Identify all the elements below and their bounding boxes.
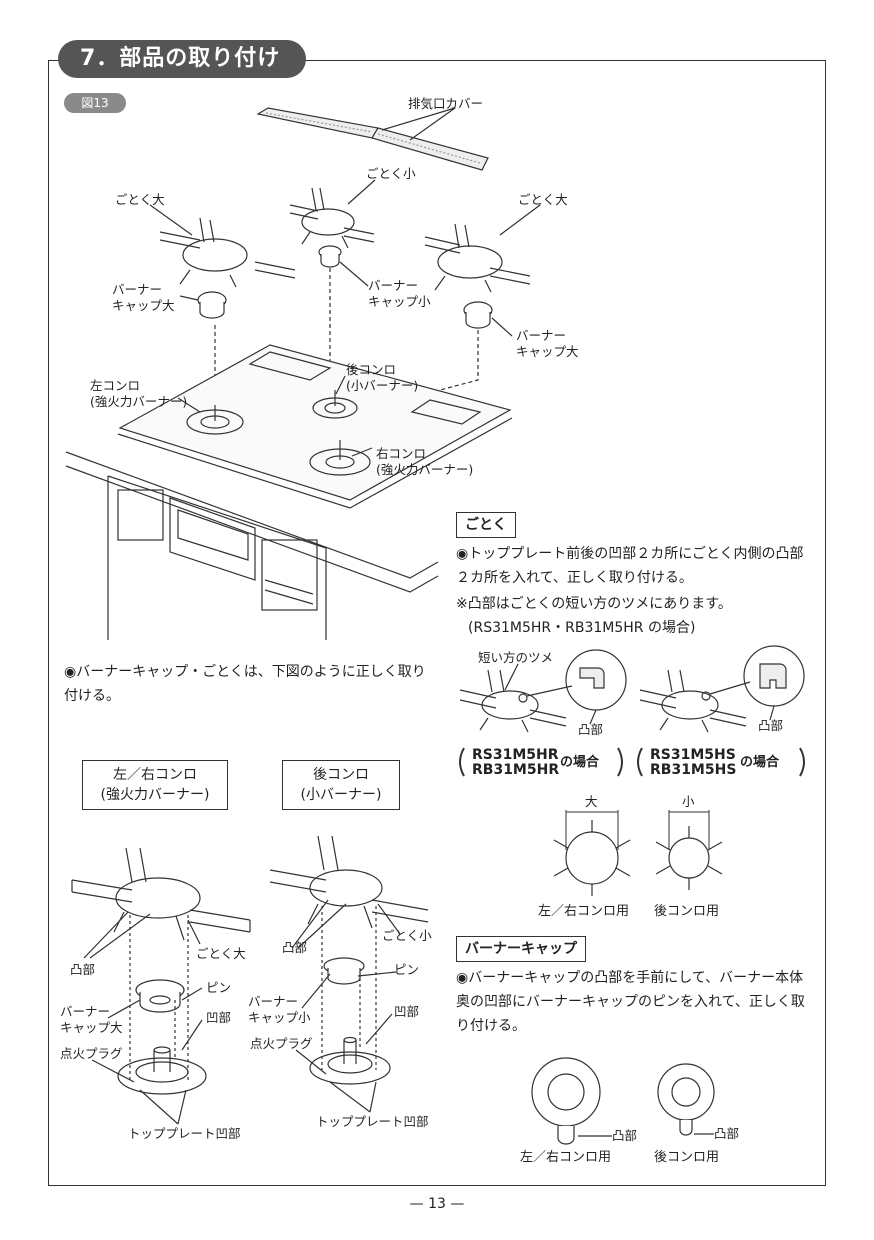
right-stove-label: 右コンロ (強火力バーナー) — [376, 446, 474, 477]
rear-gotoku-label: ごとく小 — [382, 928, 432, 943]
left-pin-label: ピン — [206, 980, 232, 995]
left-cap-label: バーナー キャップ大 — [60, 1004, 123, 1035]
convex-label-hr: 凸部 — [578, 722, 604, 737]
gotoku-small-schematic — [655, 810, 723, 890]
rear-convex-label: 凸部 — [282, 940, 308, 955]
convex-label-hs: 凸部 — [758, 718, 784, 733]
gotoku-note: ※凸部はごとくの短い方のツメにあります。 — [456, 596, 732, 612]
model-hs: RS31M5HS RB31M5HS — [650, 747, 737, 778]
gotoku-large-right — [424, 223, 531, 293]
cap-convex-left-label: 凸部 — [612, 1128, 638, 1143]
rear-stove-label: 後コンロ (小バーナー) — [346, 362, 419, 393]
left-gotoku-detail — [71, 847, 251, 941]
cap-large-left-label: バーナー キャップ大 — [112, 282, 175, 313]
rear-pin-label: ピン — [394, 962, 420, 977]
cap-large-ring — [531, 1057, 601, 1145]
short-claw-label: 短い方のツメ — [478, 650, 554, 665]
rear-detail-caption: 後コンロ (小バーナー) — [282, 760, 400, 810]
cap-heading: バーナーキャップ — [456, 936, 586, 962]
left-igniter-label: 点火プラグ — [60, 1046, 123, 1061]
rear-cap-detail — [323, 957, 365, 985]
stove-exploded-illustration — [65, 107, 541, 640]
gotoku-small-label: ごとく小 — [366, 166, 416, 181]
cap-left-right-use: 左／右コンロ用 — [520, 1150, 612, 1165]
rear-use-label: 後コンロ用 — [654, 904, 720, 919]
left-burner-detail — [117, 1046, 207, 1095]
burner-cap-large-left — [197, 291, 227, 319]
cap-small-ring — [657, 1063, 715, 1136]
burner-cap-small — [318, 245, 342, 268]
exhaust-cover — [256, 107, 489, 171]
rear-concave-label: 凹部 — [394, 1004, 420, 1019]
model-hs-suffix: の場合 — [740, 755, 780, 770]
gotoku-instruction: ◉トッププレート前後の凹部２カ所にごとく内側の凸部２カ所を入れて、正しく取り付け… — [456, 546, 804, 586]
gotoku-large-left — [159, 217, 296, 288]
exhaust-cover-label: 排気口カバー — [408, 96, 484, 111]
page-number: — 13 — — [409, 1196, 465, 1212]
large-label: 大 — [585, 794, 598, 809]
gotoku-note-models: (RS31M5HR・RB31M5HR の場合) — [468, 620, 696, 636]
rear-top-plate-label: トッププレート凹部 — [316, 1114, 429, 1129]
cap-large-right-label: バーナー キャップ大 — [516, 328, 579, 359]
cap-rear-use: 後コンロ用 — [654, 1150, 720, 1165]
rear-igniter-label: 点火プラグ — [250, 1036, 313, 1051]
cap-convex-right-label: 凸部 — [714, 1126, 740, 1141]
gotoku-large-schematic — [553, 810, 631, 896]
cap-small-label: バーナー キャップ小 — [368, 278, 431, 309]
model-hr: RS31M5HR RB31M5HR — [472, 747, 560, 778]
rear-gotoku-detail — [269, 835, 429, 929]
rear-cap-label: バーナー キャップ小 — [248, 994, 311, 1025]
left-concave-label: 凹部 — [206, 1010, 232, 1025]
cabinet — [65, 451, 439, 640]
left-detail-caption: 左／右コンロ (強火力バーナー) — [82, 760, 228, 810]
left-stove-label: 左コンロ (強火力バーナー) — [90, 378, 188, 409]
gotoku-small — [289, 187, 375, 249]
assembly-note: ◉バーナーキャップ・ごとくは、下図のように正しく取り付ける。 — [64, 664, 426, 704]
model-hr-suffix: の場合 — [560, 755, 600, 770]
left-cap-detail — [135, 979, 185, 1013]
section-title: 7．部品の取り付け — [58, 40, 307, 78]
left-convex-label: 凸部 — [70, 962, 96, 977]
left-gotoku-label: ごとく大 — [196, 946, 246, 961]
gotoku-large-right-label: ごとく大 — [518, 192, 568, 207]
left-right-use-label: 左／右コンロ用 — [538, 904, 630, 919]
cap-instruction: ◉バーナーキャップの凸部を手前にして、バーナー本体奥の凹部にバーナーキャップのピ… — [456, 970, 805, 1034]
page-frame — [48, 60, 826, 1186]
left-top-plate-label: トッププレート凹部 — [128, 1126, 241, 1141]
figure-badge: 図13 — [64, 93, 126, 113]
gotoku-large-left-label: ごとく大 — [115, 192, 165, 207]
rear-burner-detail — [309, 1036, 391, 1085]
gotoku-heading: ごとく — [456, 512, 516, 538]
small-label: 小 — [682, 794, 695, 809]
top-plate — [117, 344, 513, 509]
burner-cap-large-right — [463, 301, 493, 329]
